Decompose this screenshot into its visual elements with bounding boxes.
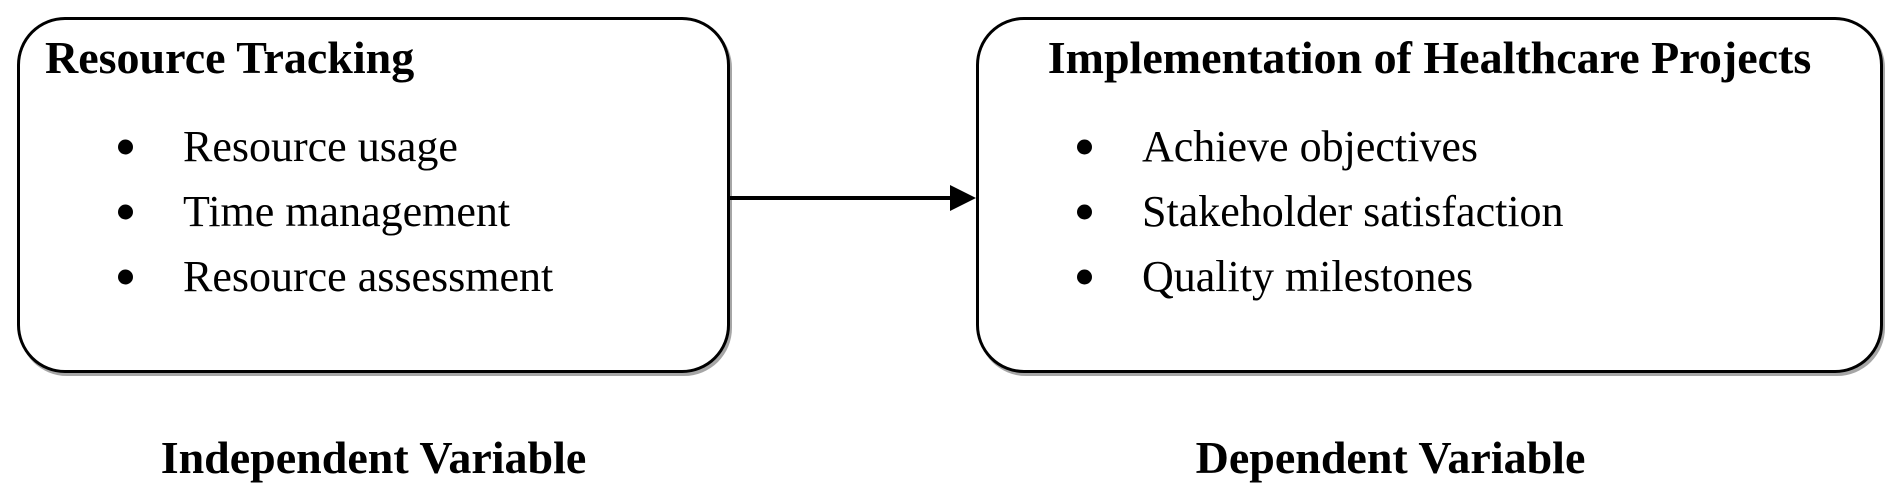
list-item: Resource assessment	[20, 244, 727, 309]
independent-variable-label: Independent Variable	[160, 432, 587, 483]
dependent-variable-box: Implementation of Healthcare Projects Ac…	[976, 17, 1883, 373]
independent-indicator-list: Resource usage Time management Resource …	[20, 114, 727, 309]
list-item-label: Time management	[183, 187, 511, 236]
bullet-icon	[118, 204, 133, 219]
relationship-arrow-line	[730, 196, 955, 200]
list-item: Resource usage	[20, 114, 727, 179]
list-item-label: Resource usage	[183, 122, 458, 171]
list-item: Quality milestones	[979, 244, 1880, 309]
bullet-icon	[1077, 269, 1092, 284]
bullet-icon	[1077, 204, 1092, 219]
list-item: Achieve objectives	[979, 114, 1880, 179]
dependent-box-title: Implementation of Healthcare Projects	[1047, 32, 1812, 83]
list-item-label: Achieve objectives	[1142, 122, 1478, 171]
independent-box-title: Resource Tracking	[45, 32, 415, 83]
independent-variable-box: Resource Tracking Resource usage Time ma…	[17, 17, 730, 373]
list-item-label: Resource assessment	[183, 252, 554, 301]
list-item: Time management	[20, 179, 727, 244]
list-item-label: Quality milestones	[1142, 252, 1474, 301]
dependent-variable-label: Dependent Variable	[1195, 432, 1586, 483]
list-item: Stakeholder satisfaction	[979, 179, 1880, 244]
bullet-icon	[1077, 139, 1092, 154]
list-item-label: Stakeholder satisfaction	[1142, 187, 1564, 236]
bullet-icon	[118, 269, 133, 284]
arrowhead-icon	[950, 185, 976, 211]
bullet-icon	[118, 139, 133, 154]
dependent-indicator-list: Achieve objectives Stakeholder satisfact…	[979, 114, 1880, 309]
